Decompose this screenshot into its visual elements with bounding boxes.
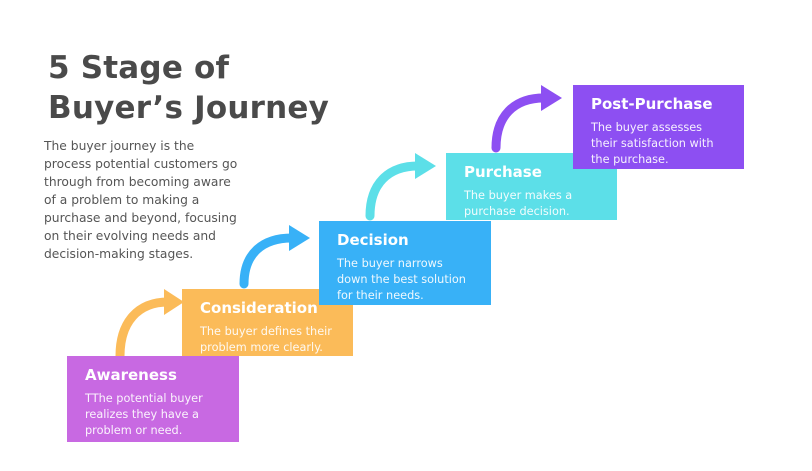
stage-name: Post-Purchase xyxy=(591,95,713,113)
arrow-to-post-purchase-icon xyxy=(491,85,562,153)
stage-description: The buyer assesses their satisfaction wi… xyxy=(591,121,714,166)
stage-name: Consideration xyxy=(200,299,318,317)
stage-purchase: Purchase The buyer makes a purchase deci… xyxy=(446,153,617,220)
title-line-2: Buyer’s Journey xyxy=(48,90,330,126)
stage-description: The buyer makes a purchase decision. xyxy=(464,189,573,218)
stage-awareness: Awareness TThe potential buyer realizes … xyxy=(67,356,239,442)
intro-text: The buyer journey is the process potenti… xyxy=(44,139,238,261)
title-line-1: 5 Stage of xyxy=(48,50,230,86)
stage-name: Awareness xyxy=(85,366,177,384)
stage-name: Decision xyxy=(337,231,409,249)
stage-consideration: Consideration The buyer defines their pr… xyxy=(182,289,353,356)
arrow-to-decision-icon xyxy=(239,225,310,289)
stage-description: TThe potential buyer realizes they have … xyxy=(85,392,203,437)
stage-decision: Decision The buyer narrows down the best… xyxy=(319,221,491,305)
arrow-to-consideration-icon xyxy=(115,289,184,361)
stage-description: The buyer defines their problem more cle… xyxy=(200,325,332,354)
stage-description: The buyer narrows down the best solution… xyxy=(337,257,466,302)
page-title: 5 Stage of Buyer’s Journey xyxy=(48,48,329,128)
stage-post-purchase: Post-Purchase The buyer assesses their s… xyxy=(573,85,744,169)
arrow-to-purchase-icon xyxy=(365,153,436,221)
stage-name: Purchase xyxy=(464,163,542,181)
